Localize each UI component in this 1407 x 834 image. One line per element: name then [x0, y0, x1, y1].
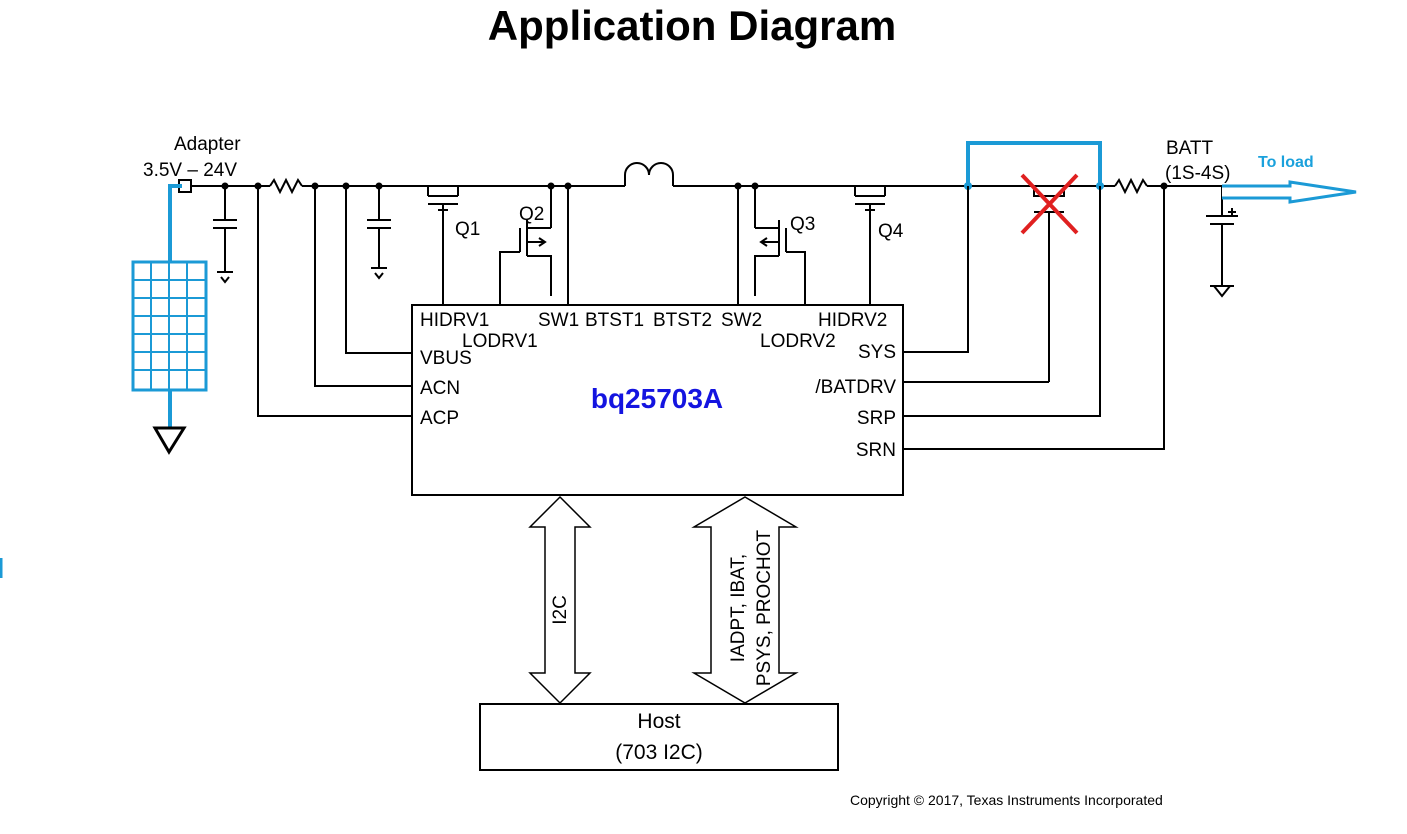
- adapter-label: Adapter: [174, 134, 241, 155]
- adapter-range-label: 3.5V – 24V: [143, 160, 237, 181]
- to-load-arrow-icon: [1222, 180, 1357, 204]
- removed-fet-cross-icon: [1020, 173, 1079, 235]
- host-i2c-label: (703 I2C): [615, 741, 703, 764]
- pin-vbus: VBUS: [420, 348, 472, 369]
- pin-btst2: BTST2: [653, 310, 712, 331]
- q4-mosfet: [854, 186, 886, 305]
- batt-cells-label: (1S-4S): [1165, 163, 1230, 184]
- q2-mosfet: [499, 186, 552, 318]
- pin-hidrv2: HIDRV2: [818, 310, 887, 331]
- pin-hidrv1: HIDRV1: [420, 310, 489, 331]
- q2-label: Q2: [519, 204, 544, 225]
- pin-srn: SRN: [856, 440, 896, 461]
- pin-acn: ACN: [420, 378, 460, 399]
- pin-btst1: BTST1: [585, 310, 644, 331]
- pin-lodrv2: LODRV2: [760, 331, 836, 352]
- i2c-label: I2C: [550, 595, 571, 625]
- left-pin-wires: [257, 186, 412, 417]
- right-pin-wires: [903, 186, 1165, 450]
- pin-acp: ACP: [420, 408, 459, 429]
- battery-sense-resistor: [1114, 177, 1148, 195]
- inductor: [624, 162, 674, 186]
- battery-icon: [1206, 186, 1238, 298]
- pin-srp: SRP: [857, 408, 896, 429]
- solar-panel-icon: [131, 184, 208, 428]
- q1-label: Q1: [455, 219, 480, 240]
- analog-bus-label-2: PSYS, PROCHOT: [754, 529, 775, 686]
- copyright: Copyright © 2017, Texas Instruments Inco…: [850, 792, 1163, 808]
- pin-lodrv1: LODRV1: [462, 331, 538, 352]
- pin-batdrv: /BATDRV: [815, 377, 896, 398]
- q3-label: Q3: [790, 214, 815, 235]
- input-capacitor-1: [213, 186, 237, 284]
- analog-bus-label-1: IADPT, IBAT,: [728, 554, 749, 662]
- batt-label: BATT: [1166, 138, 1214, 159]
- host-label: Host: [637, 710, 680, 733]
- host-box: [479, 703, 839, 771]
- input-sense-resistor: [269, 177, 303, 195]
- pin-sw1: SW1: [538, 310, 579, 331]
- battery-fet-bypass: [964, 141, 1104, 190]
- charger-ic: [411, 304, 904, 496]
- panel-ground-icon: [152, 426, 187, 455]
- page-title: Application Diagram: [488, 2, 896, 49]
- to-load-label: To load: [1258, 154, 1314, 171]
- q1-mosfet: [427, 186, 459, 305]
- q3-mosfet: [737, 186, 806, 318]
- q4-label: Q4: [878, 221, 904, 242]
- chip-name: bq25703A: [591, 383, 723, 414]
- pin-sw2: SW2: [721, 310, 762, 331]
- input-capacitor-2: [367, 186, 391, 280]
- pin-sys: SYS: [858, 342, 896, 363]
